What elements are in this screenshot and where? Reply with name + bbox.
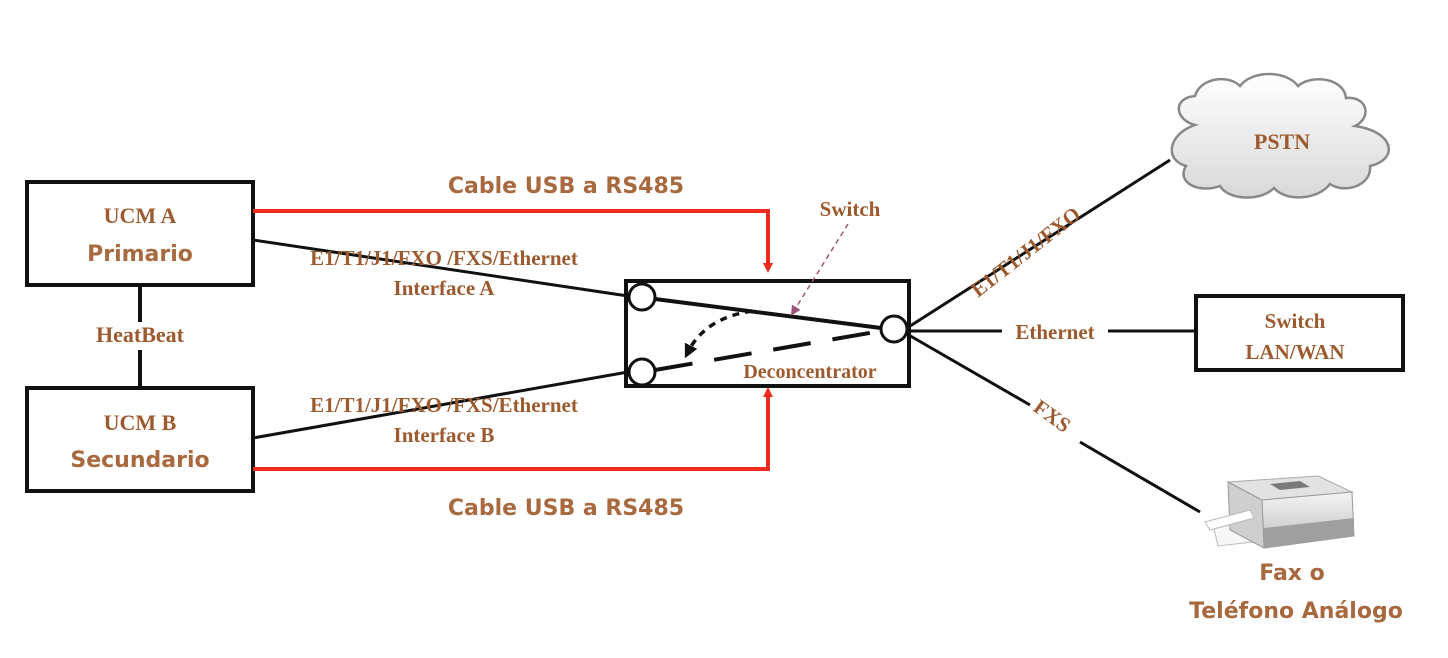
cloud-icon [1170, 72, 1390, 199]
ucm-b-role: Secundario [70, 448, 209, 473]
switch-lan-wan-node: Switch LAN/WAN [1194, 294, 1405, 372]
fax-subtitle: Teléfono Análogo [1189, 599, 1403, 624]
usb-cable-top-label: Cable USB a RS485 [448, 174, 684, 199]
pstn-link-line [906, 158, 1171, 330]
pstn-cloud: PSTN [1170, 72, 1390, 199]
heartbeat-label: HeatBeat [96, 322, 185, 347]
deconcentrator-label: Deconcentrator [743, 361, 876, 383]
switch-lan-subtitle: LAN/WAN [1245, 340, 1344, 364]
interface-b-label: Interface B [394, 423, 495, 447]
ucm-b-title: UCM B [104, 410, 177, 435]
switch-lan-title: Switch [1265, 309, 1326, 333]
usb-cable-bottom-label: Cable USB a RS485 [448, 496, 684, 521]
port-a-terminal [627, 282, 657, 312]
interface-a-line [252, 238, 629, 298]
usb-cable-bottom [253, 387, 773, 471]
interface-b-protocols: E1/T1/J1/FXO /FXS/Ethernet [310, 393, 578, 417]
port-b-terminal [627, 357, 657, 387]
ucm-a-node: UCM A Primario [25, 180, 255, 287]
fax-device: Fax o Teléfono Análogo [1189, 475, 1403, 624]
interface-a-label: Interface A [394, 276, 496, 300]
ucm-a-title: UCM A [104, 203, 177, 228]
deconcentrator-node: Deconcentrator [624, 279, 911, 388]
switch-callout-label: Switch [820, 197, 881, 221]
pstn-link-label: E1/T1/J1/FXO [966, 202, 1085, 302]
interface-a-protocols: E1/T1/J1/FXO /FXS/Ethernet [310, 246, 578, 270]
interface-b-line [252, 370, 629, 440]
switchover-arrow [684, 309, 753, 359]
fxs-link-line-top [906, 332, 1031, 407]
ucm-b-node: UCM B Secundario [25, 386, 255, 493]
pstn-label: PSTN [1254, 129, 1310, 154]
fax-machine-icon [1204, 475, 1355, 549]
ucm-a-role: Primario [87, 242, 193, 267]
usb-cable-top [253, 209, 773, 273]
fxs-link-label: FXS [1029, 395, 1075, 438]
ethernet-link-label: Ethernet [1015, 320, 1094, 344]
common-terminal [879, 314, 909, 344]
fxs-link-line-bottom [1079, 440, 1201, 514]
switch-active-path [654, 297, 882, 330]
switch-standby-path [654, 329, 882, 372]
fax-title: Fax o [1259, 561, 1325, 586]
